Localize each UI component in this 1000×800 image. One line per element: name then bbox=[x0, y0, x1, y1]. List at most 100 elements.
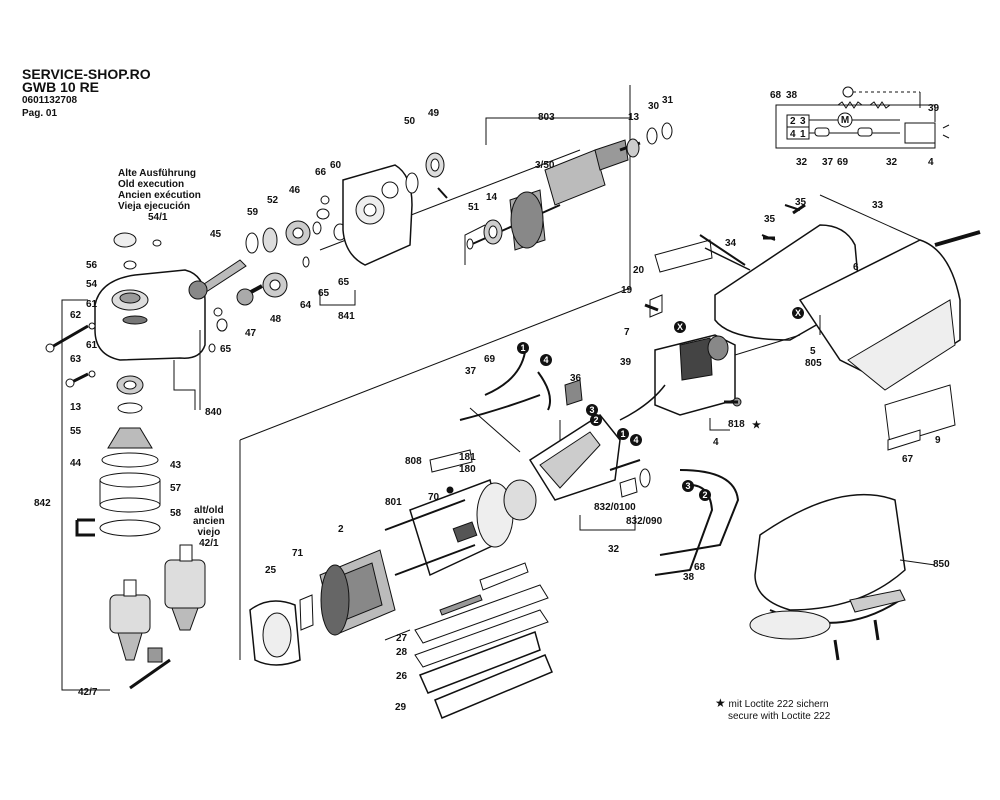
old-execution-line: Ancien exécution bbox=[118, 190, 201, 201]
bearing-parts bbox=[113, 232, 162, 414]
part-label: 47 bbox=[245, 328, 257, 339]
schematic-terminal: 3 bbox=[800, 116, 806, 127]
part-label: 32 bbox=[608, 544, 620, 555]
old-execution-line: Old execution bbox=[118, 179, 185, 190]
part-label: 56 bbox=[86, 260, 98, 271]
frame-line bbox=[384, 629, 411, 641]
part-label: 43 bbox=[170, 460, 182, 471]
svg-text:4: 4 bbox=[543, 355, 548, 365]
part-label: 35 bbox=[764, 214, 776, 225]
part-label: 64 bbox=[300, 300, 312, 311]
old-execution-note: Alte Ausführung Old execution Ancien exé… bbox=[118, 168, 201, 223]
part-label: 46 bbox=[289, 185, 301, 196]
circle-marker: 3 bbox=[586, 404, 598, 416]
part-label: 19 bbox=[621, 285, 633, 296]
page-number: Pag. 01 bbox=[22, 108, 58, 119]
part-label: 801 bbox=[385, 497, 402, 508]
part-label: 51 bbox=[468, 202, 480, 213]
old-execution-ref: 54/1 bbox=[148, 212, 168, 223]
part-label: 62 bbox=[70, 310, 82, 321]
svg-text:X: X bbox=[677, 322, 683, 332]
part-label: 180 bbox=[459, 464, 476, 475]
loctite-note: ★ mit Loctite 222 sichern secure with Lo… bbox=[715, 697, 830, 723]
armature bbox=[466, 122, 673, 251]
svg-text:1: 1 bbox=[520, 343, 525, 353]
alt-old-ref: 42/1 bbox=[199, 538, 219, 549]
schematic-label: 32 bbox=[886, 157, 898, 168]
part-label: 30 bbox=[648, 101, 660, 112]
part-label: 832/090 bbox=[626, 516, 663, 527]
schematic-terminal: 1 bbox=[800, 129, 806, 140]
part-label: 6 bbox=[853, 262, 859, 273]
gear-head-housing bbox=[94, 269, 206, 361]
part-label: 65 bbox=[338, 277, 350, 288]
schematic-label: 32 bbox=[796, 157, 808, 168]
part-label: 71 bbox=[292, 548, 304, 559]
circle-marker: 1 bbox=[517, 342, 529, 354]
part-label: 3/50 bbox=[535, 160, 555, 171]
part-label: 69 bbox=[484, 354, 496, 365]
wiring bbox=[459, 351, 740, 576]
gear-case bbox=[342, 152, 448, 266]
part-label: 60 bbox=[330, 160, 342, 171]
part-label: 841 bbox=[338, 311, 355, 322]
loctite-note-line2: secure with Loctite 222 bbox=[728, 711, 831, 722]
part-label: 805 bbox=[805, 358, 822, 369]
slide-parts bbox=[414, 449, 553, 719]
part-label: 20 bbox=[633, 265, 645, 276]
schematic-terminal: 4 bbox=[790, 129, 796, 140]
part-label: 65 bbox=[220, 344, 232, 355]
part-label: 832/0100 bbox=[594, 502, 636, 513]
svg-text:3: 3 bbox=[589, 405, 594, 415]
part-label: 5 bbox=[810, 346, 816, 357]
part-label: 44 bbox=[70, 458, 82, 469]
drill-chuck bbox=[109, 544, 206, 690]
star-icon: ★ bbox=[752, 420, 761, 431]
part-label: 42/7 bbox=[78, 687, 98, 698]
motor-field bbox=[249, 479, 537, 666]
svg-text:3: 3 bbox=[685, 481, 690, 491]
part-label: 7 bbox=[624, 327, 630, 338]
part-label: 25 bbox=[265, 565, 277, 576]
part-label: 57 bbox=[170, 483, 182, 494]
electronics-module bbox=[528, 379, 651, 501]
part-label: 2 bbox=[338, 524, 344, 535]
part-label: 842 bbox=[34, 498, 51, 509]
wiring-schematic bbox=[775, 86, 950, 149]
part-label: 61 bbox=[86, 299, 98, 310]
part-label: 68 bbox=[694, 562, 706, 573]
part-label: 840 bbox=[205, 407, 222, 418]
part-label: 37 bbox=[465, 366, 477, 377]
circle-marker: 2 bbox=[590, 414, 602, 426]
schematic-label: 38 bbox=[786, 90, 798, 101]
loctite-note-line1: mit Loctite 222 sichern bbox=[728, 699, 829, 710]
diagram-header: SERVICE-SHOP.RO GWB 10 RE 0601132708 Pag… bbox=[22, 67, 151, 120]
part-label: 48 bbox=[270, 314, 282, 325]
part-label: 13 bbox=[70, 402, 82, 413]
svg-text:1: 1 bbox=[620, 429, 625, 439]
circle-marker: 4 bbox=[630, 434, 642, 446]
part-label: 39 bbox=[620, 357, 632, 368]
part-label: 850 bbox=[933, 559, 950, 570]
circle-marker: X bbox=[792, 307, 804, 319]
part-label: 31 bbox=[662, 95, 674, 106]
model-name: GWB 10 RE bbox=[22, 79, 100, 95]
circle-marker: 3 bbox=[682, 480, 694, 492]
part-label: 26 bbox=[396, 671, 408, 682]
part-label: 66 bbox=[315, 167, 327, 178]
screws bbox=[45, 203, 806, 404]
part-label: 27 bbox=[396, 633, 408, 644]
circle-marker: 2 bbox=[699, 489, 711, 501]
part-label: 14 bbox=[486, 192, 498, 203]
part-label: 34 bbox=[725, 238, 737, 249]
schematic-label: 37 bbox=[822, 157, 834, 168]
schematic-label: 68 bbox=[770, 90, 782, 101]
part-number: 0601132708 bbox=[22, 95, 78, 106]
part-label: 803 bbox=[538, 112, 555, 123]
part-label: 65 bbox=[318, 288, 330, 299]
part-label: 54 bbox=[86, 279, 98, 290]
switch-assembly bbox=[649, 294, 801, 416]
